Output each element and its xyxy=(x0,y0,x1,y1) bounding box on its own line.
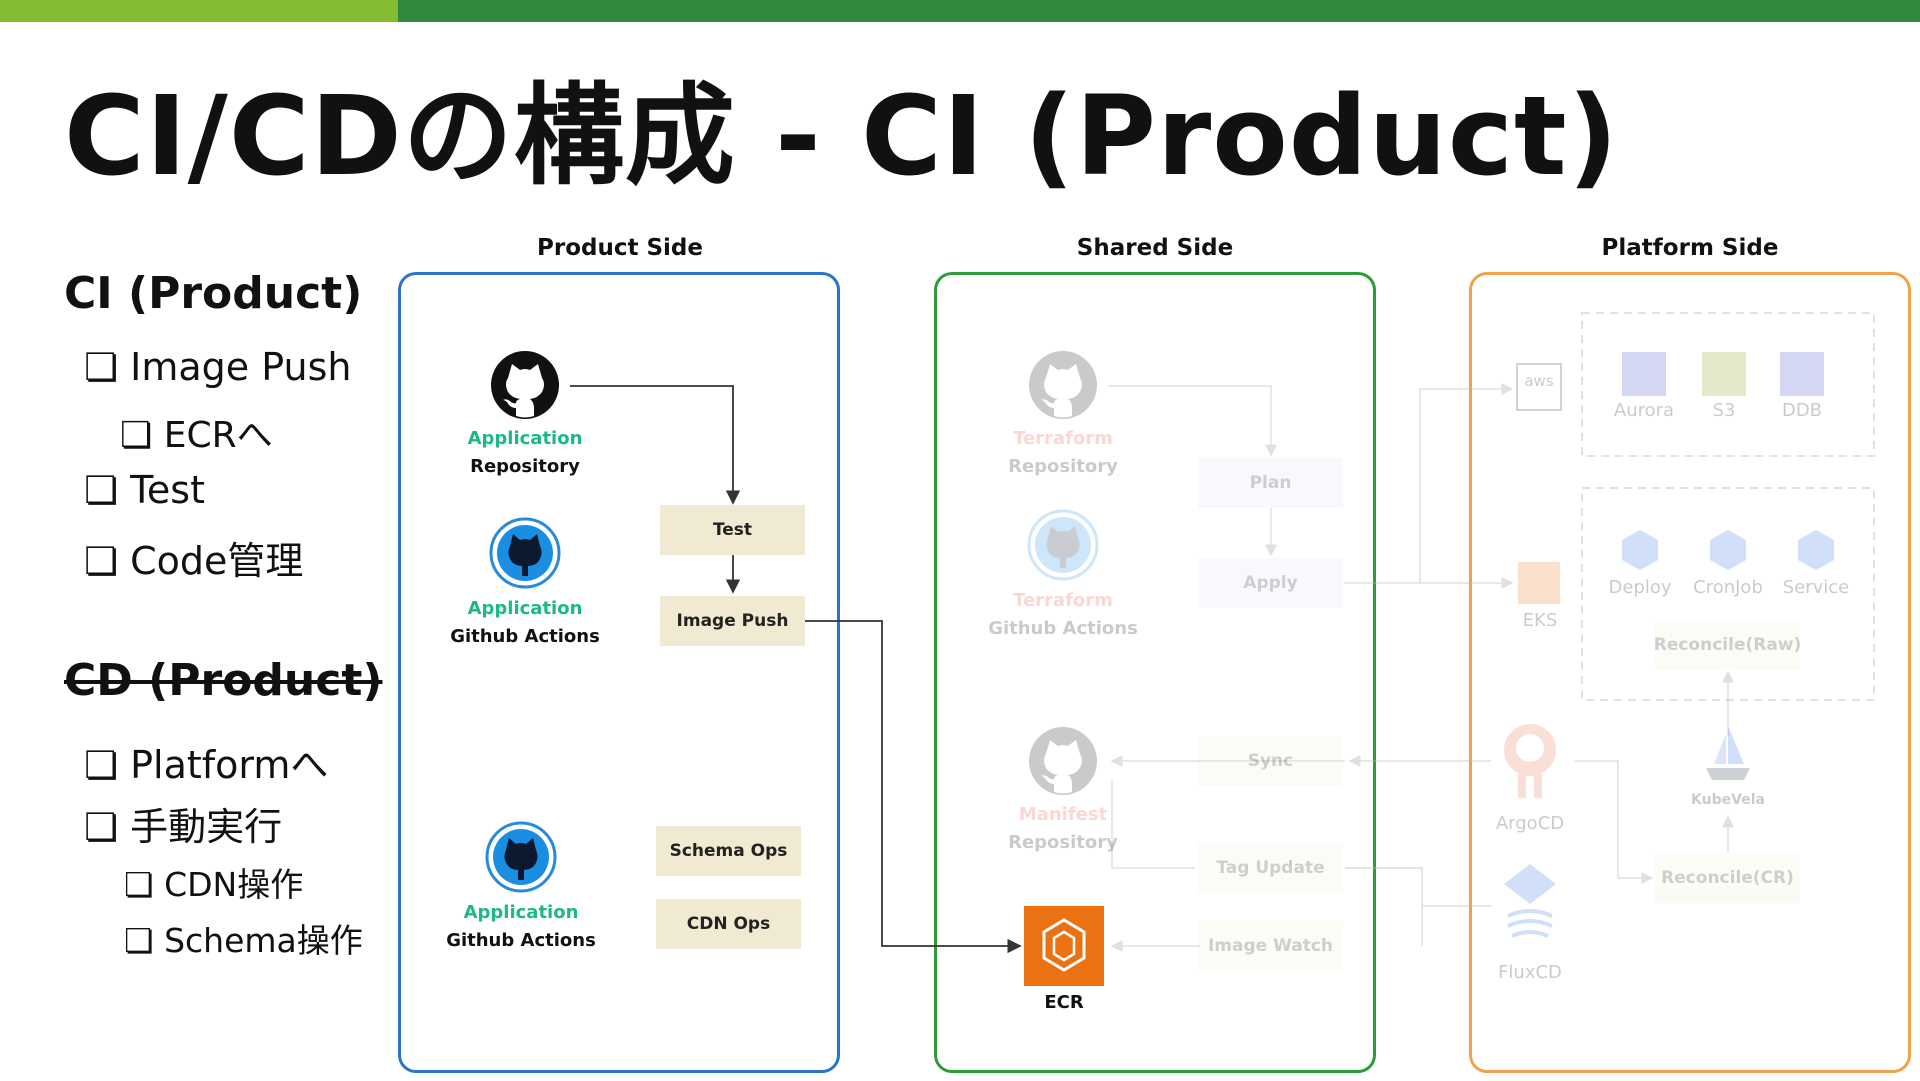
cronjob-label: CronJob xyxy=(1693,577,1763,598)
reconcile-raw-step: Reconcile(Raw) xyxy=(1654,620,1801,670)
ci-item-ecr: ❏ ECRへ xyxy=(120,415,273,456)
ddb-icon xyxy=(1780,352,1824,396)
argocd-label: ArgoCD xyxy=(1495,813,1565,834)
argocd-icon xyxy=(1504,724,1556,798)
eks-icon xyxy=(1518,562,1560,604)
tag-update-step: Tag Update xyxy=(1198,843,1343,893)
github-manifest-repo-icon xyxy=(1029,727,1097,795)
manifest-repo-label-bottom: Repository xyxy=(1008,832,1118,853)
product-side-panel xyxy=(398,272,840,1073)
ecr-label: ECR xyxy=(1044,992,1084,1013)
gha1-label-bottom: Github Actions xyxy=(450,626,600,647)
test-step: Test xyxy=(660,505,805,555)
s3-icon xyxy=(1702,352,1746,396)
ci-item-image-push: ❏ Image Push xyxy=(84,345,352,389)
ddb-label: DDB xyxy=(1781,400,1823,421)
app-repo-label-top: Application xyxy=(467,428,583,449)
shared-side-title: Shared Side xyxy=(1076,235,1234,261)
sync-step: Sync xyxy=(1198,736,1343,786)
cd-item-manual: ❏ 手動実行 xyxy=(84,805,283,849)
cronjob-icon xyxy=(1710,530,1746,570)
ci-heading: CI (Product) xyxy=(64,268,363,319)
kubevela-label: KubeVela xyxy=(1691,792,1765,808)
gha1-label-top: Application xyxy=(467,598,583,619)
platform-side-title: Platform Side xyxy=(1601,235,1779,261)
gha2-label-bottom: Github Actions xyxy=(446,930,596,951)
deploy-icon xyxy=(1622,530,1658,570)
tf-repo-label-bottom: Repository xyxy=(1008,456,1118,477)
github-actions-icon-2 xyxy=(485,821,557,893)
plan-step: Plan xyxy=(1198,458,1343,508)
github-repo-icon xyxy=(491,351,559,419)
fluxcd-icon xyxy=(1504,864,1556,938)
fluxcd-label: FluxCD xyxy=(1498,962,1562,983)
github-actions-icon-1 xyxy=(489,517,561,589)
reconcile-cr-step: Reconcile(CR) xyxy=(1655,853,1800,903)
service-label: Service xyxy=(1782,577,1850,598)
top-accent-bar-right xyxy=(398,0,1920,22)
kubevela-icon xyxy=(1706,726,1750,780)
github-terraform-repo-icon xyxy=(1029,351,1097,419)
github-actions-terraform-icon xyxy=(1027,509,1099,581)
ci-item-test: ❏ Test xyxy=(84,468,205,512)
apply-step: Apply xyxy=(1198,558,1343,608)
gha2-label-top: Application xyxy=(463,902,579,923)
schema-ops-step: Schema Ops xyxy=(656,826,801,876)
cd-item-cdn: ❏ CDN操作 xyxy=(124,865,304,904)
manifest-repo-label-top: Manifest xyxy=(1018,804,1108,825)
aurora-icon xyxy=(1622,352,1666,396)
ecr-icon xyxy=(1024,906,1104,986)
eks-label: EKS xyxy=(1522,610,1558,631)
page-title: CI/CDの構成 - CI (Product) xyxy=(64,72,1619,200)
aurora-label: Aurora xyxy=(1613,400,1675,421)
image-push-step: Image Push xyxy=(660,596,805,646)
cd-item-platform: ❏ Platformへ xyxy=(84,743,329,787)
top-accent-bar-left xyxy=(0,0,398,22)
tf-repo-label-top: Terraform xyxy=(1013,428,1113,449)
service-icon xyxy=(1798,530,1834,570)
platform-side-panel xyxy=(1469,272,1911,1073)
product-side-title: Product Side xyxy=(537,235,703,261)
deploy-label: Deploy xyxy=(1608,577,1672,598)
app-repo-label-bottom: Repository xyxy=(470,456,580,477)
s3-label: S3 xyxy=(1712,400,1736,421)
tf-gha-label-bottom: Github Actions xyxy=(988,618,1138,639)
aws-label: aws xyxy=(1524,372,1554,390)
aws-icon xyxy=(1516,363,1562,411)
image-watch-step: Image Watch xyxy=(1198,921,1343,971)
cdn-ops-step: CDN Ops xyxy=(656,899,801,949)
cd-item-schema: ❏ Schema操作 xyxy=(124,921,363,960)
cd-heading: CD (Product) xyxy=(64,655,383,706)
ci-item-code: ❏ Code管理 xyxy=(84,539,304,583)
shared-side-panel xyxy=(934,272,1376,1073)
tf-gha-label-top: Terraform xyxy=(1013,590,1113,611)
